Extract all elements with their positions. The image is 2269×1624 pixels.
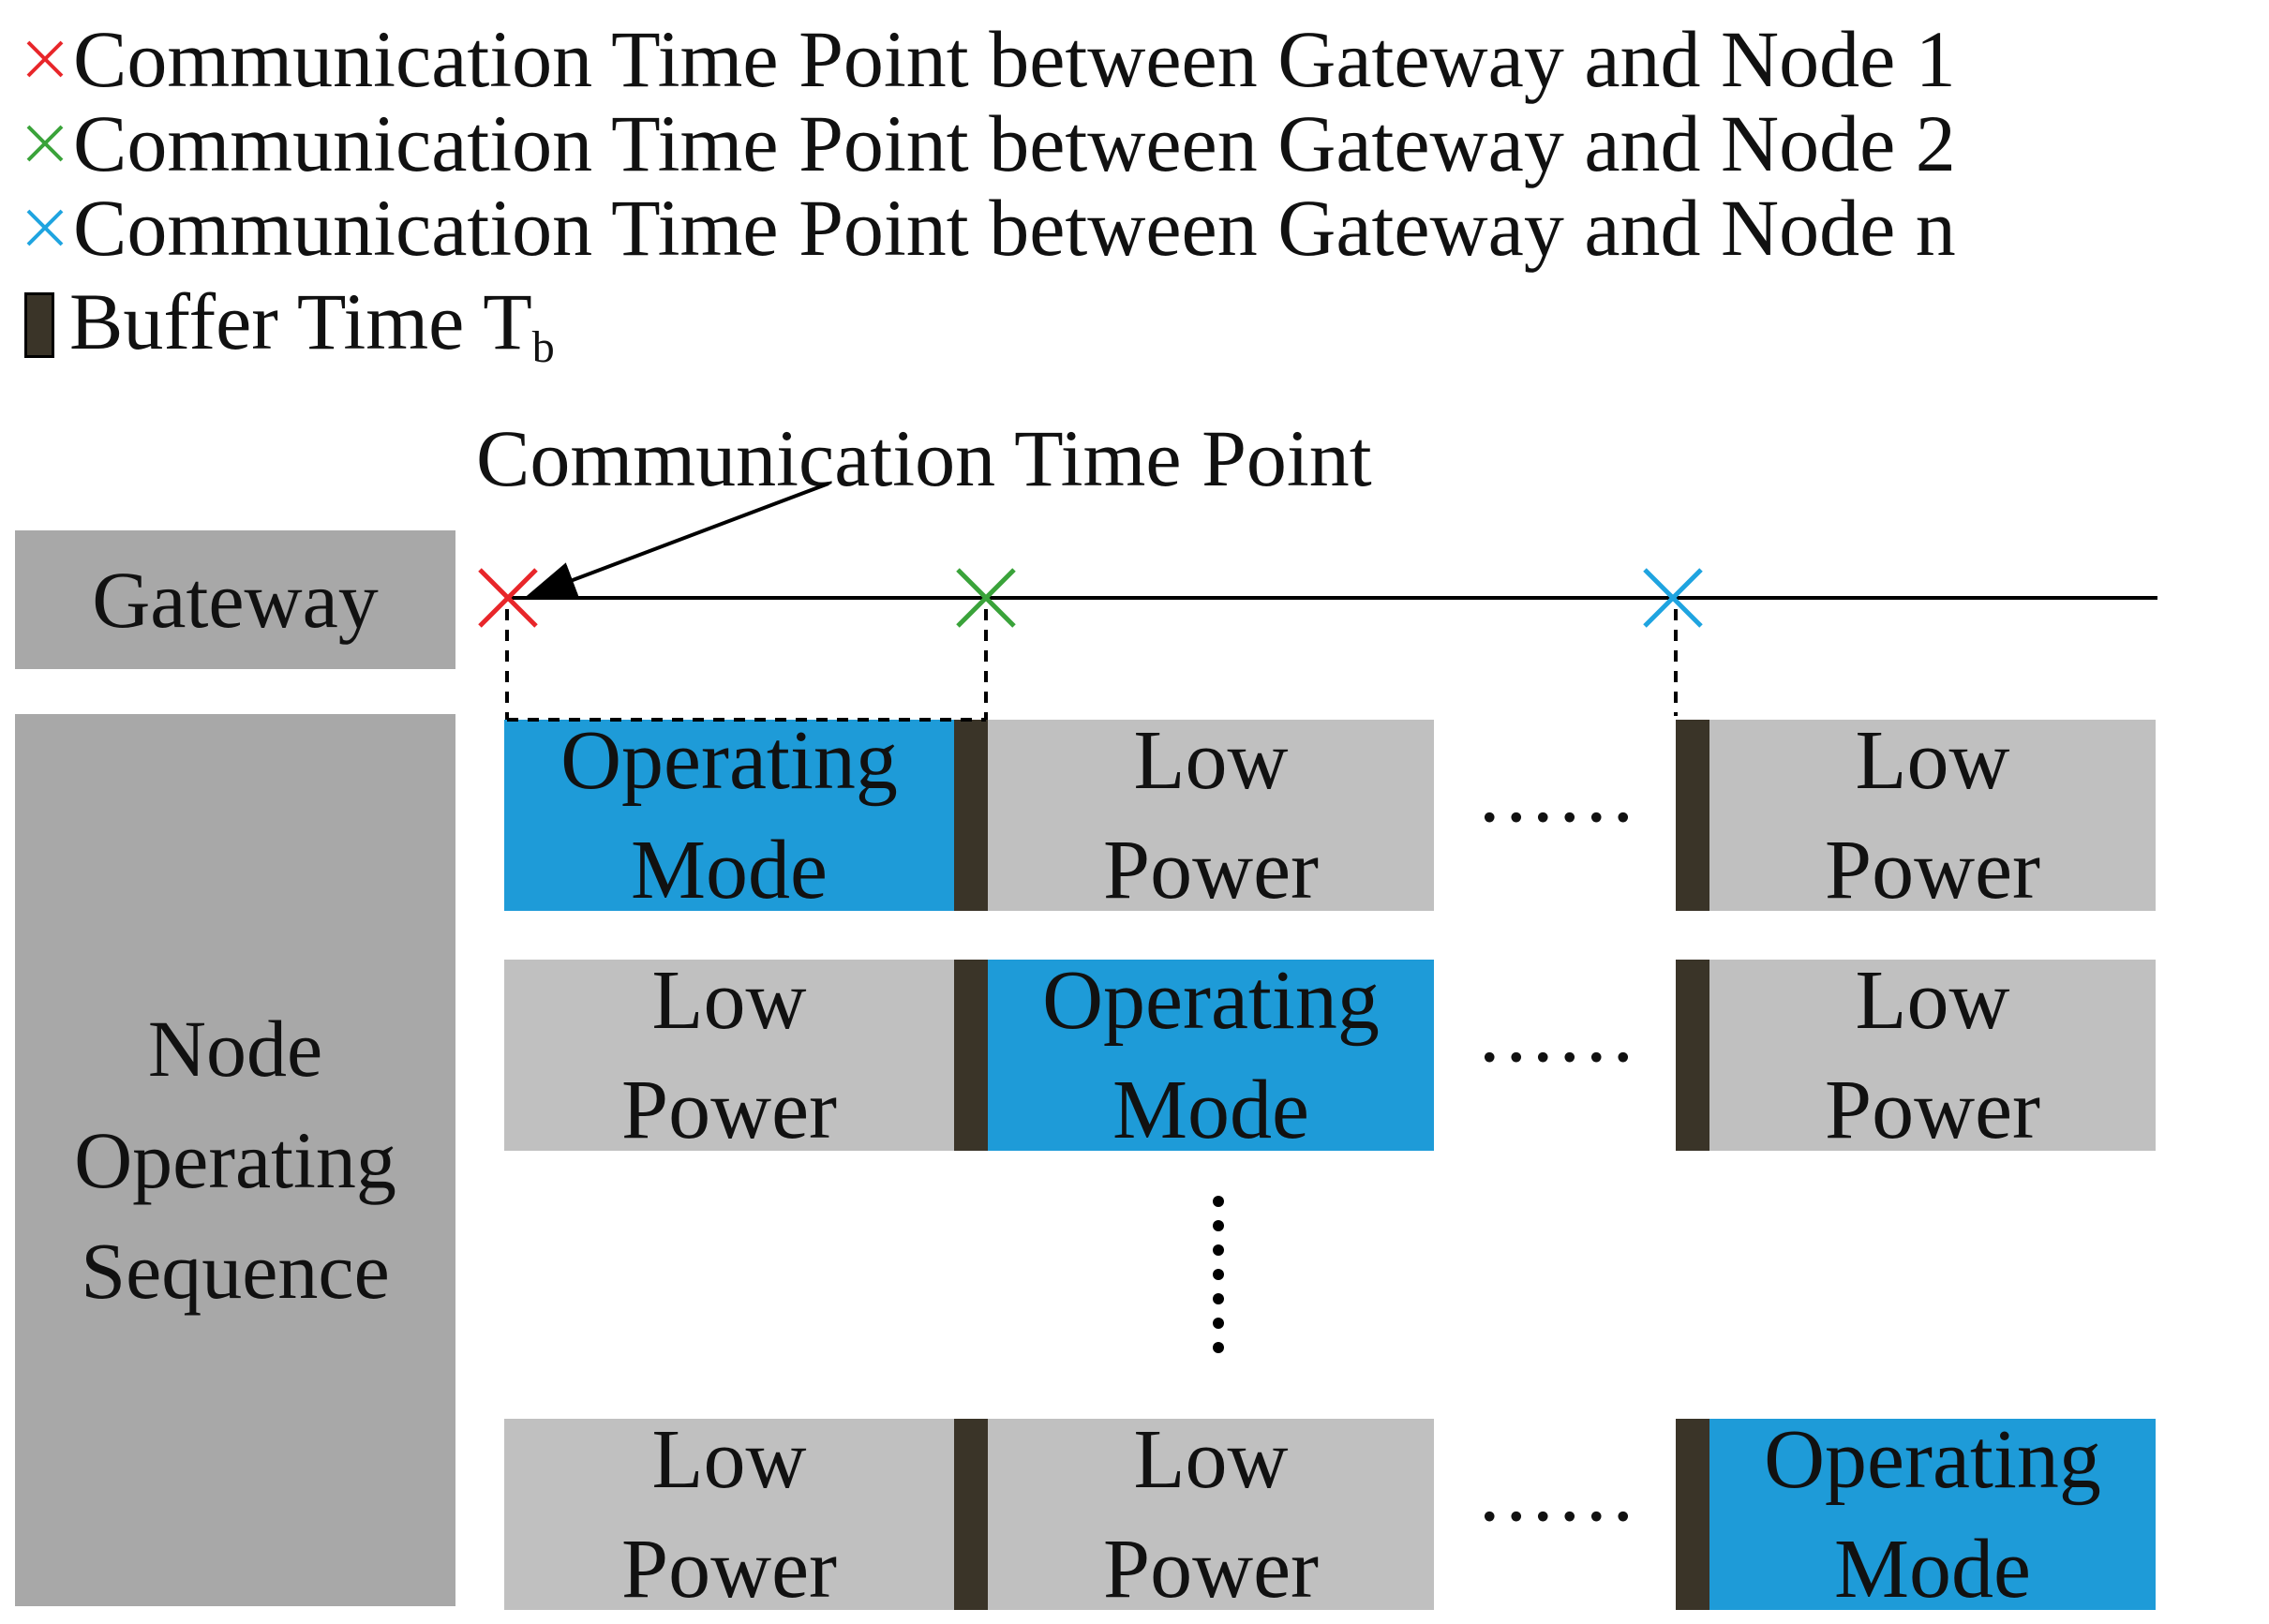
dashed-connector — [505, 609, 1678, 722]
node-label-line: Operating — [74, 1114, 396, 1205]
ellipsis: ...... — [1479, 987, 1639, 1080]
legend-label: Communication Time Point between Gateway… — [73, 98, 1956, 188]
legend-item-node-1: Communication Time Point between Gateway… — [17, 17, 1956, 101]
buffer-block — [1676, 1419, 1709, 1610]
legend-item-node-n: Communication Time Point between Gateway… — [17, 186, 1956, 270]
legend-item-node-2: Communication Time Point between Gateway… — [17, 101, 1956, 186]
node-label-line: Node — [147, 1003, 323, 1094]
ellipsis: ...... — [1479, 747, 1639, 840]
legend-label: Buffer Time Tb — [69, 276, 555, 372]
legend-item-buffer: Buffer Time Tb — [17, 276, 555, 372]
gateway-label-box: Gateway — [15, 530, 455, 669]
x-marker-icon — [956, 568, 1016, 628]
legend-label: Communication Time Point between Gateway… — [73, 14, 1956, 104]
buffer-swatch-icon — [24, 292, 54, 358]
x-marker-icon — [17, 113, 73, 173]
buffer-block — [1676, 960, 1709, 1151]
callout-label: Communication Time Point — [476, 413, 1372, 503]
ellipsis: ...... — [1479, 1446, 1639, 1539]
node-label-line: Sequence — [81, 1226, 390, 1317]
buffer-block — [954, 1419, 988, 1610]
buffer-block — [954, 960, 988, 1151]
x-marker-icon — [17, 29, 73, 89]
x-marker-icon — [17, 198, 73, 258]
x-marker-icon — [1643, 568, 1703, 628]
gateway-label: Gateway — [92, 554, 379, 645]
buffer-block — [1676, 720, 1709, 911]
legend-label: Communication Time Point between Gateway… — [73, 183, 1956, 273]
buffer-block — [954, 720, 988, 911]
vertical-ellipsis — [1213, 1196, 1224, 1353]
node-label-box: Node Operating Sequence — [15, 714, 455, 1606]
callout-arrow — [523, 482, 829, 599]
